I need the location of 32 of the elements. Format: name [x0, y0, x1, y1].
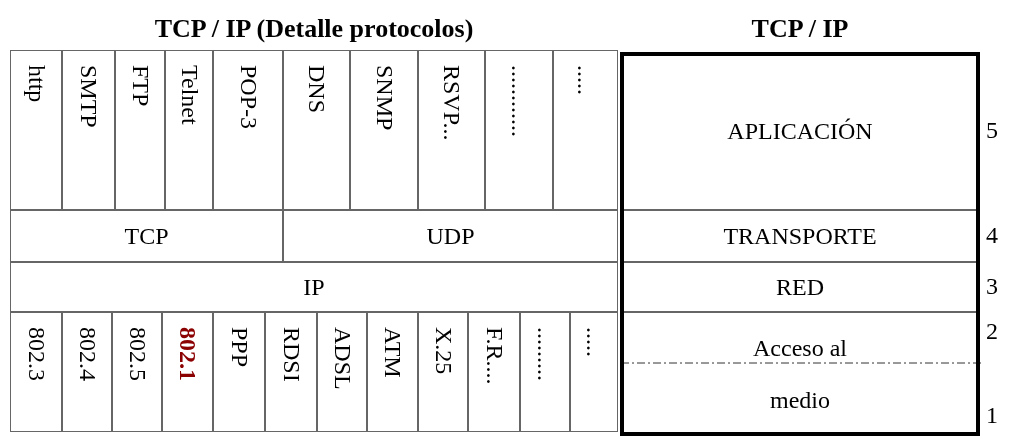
layer-number: 4	[986, 222, 998, 249]
protocol-cell: ATM	[367, 312, 418, 432]
layer-number: 5	[986, 117, 998, 144]
protocol-cell: UDP	[283, 210, 618, 262]
protocol-cell: http	[10, 50, 62, 210]
protocol-cell: X.25	[418, 312, 468, 432]
protocol-cell: Telnet	[165, 50, 213, 210]
protocol-cell: TCP	[10, 210, 283, 262]
protocol-cell: SMTP	[62, 50, 115, 210]
protocol-cell: 802.4	[62, 312, 112, 432]
protocol-cell: .....	[570, 312, 618, 432]
protocol-cell: RDSI	[265, 312, 317, 432]
protocol-cell: RSVP...	[418, 50, 485, 210]
protocol-cell: ............	[485, 50, 553, 210]
protocol-cell: PPP	[213, 312, 265, 432]
protocol-cell: .........	[520, 312, 570, 432]
protocol-cell: 802.1	[162, 312, 213, 432]
layer-number: 1	[986, 402, 998, 429]
layer-number: 3	[986, 273, 998, 300]
protocol-cell: IP	[10, 262, 618, 312]
protocol-cell: 802.5	[112, 312, 162, 432]
protocol-cell: ADSL	[317, 312, 367, 432]
layer-number: 2	[986, 318, 998, 345]
protocol-cell: SNMP	[350, 50, 418, 210]
table-heading: TCP / IP (Detalle protocolos)	[153, 14, 475, 44]
protocol-cell: F.R....	[468, 312, 520, 432]
protocol-cell: .....	[553, 50, 618, 210]
table-heading: TCP / IP	[750, 14, 850, 44]
protocol-cell: 802.3	[10, 312, 62, 432]
protocol-cell: POP-3	[213, 50, 283, 210]
protocol-cell: DNS	[283, 50, 350, 210]
protocol-cell: FTP	[115, 50, 165, 210]
